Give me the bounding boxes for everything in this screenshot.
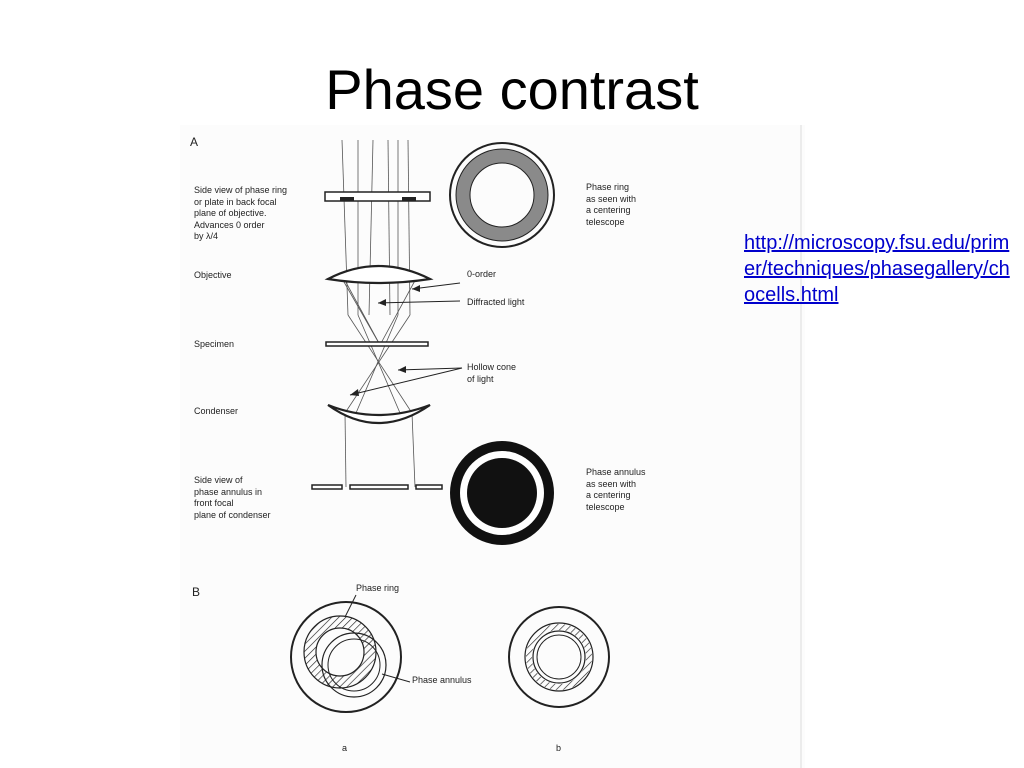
diagram-drawing — [290, 139, 610, 713]
specimen-label: Specimen — [194, 339, 235, 349]
annulus-side-label: Side view of phase annulus in front foca… — [194, 475, 271, 520]
pointer-arrows — [349, 282, 463, 396]
phase-ring-b-label: Phase ring — [356, 583, 400, 593]
panel-b-b — [508, 606, 610, 708]
panel-b-a — [290, 594, 411, 713]
specimen-slide — [325, 341, 429, 347]
condenser-label: Condenser — [194, 406, 239, 416]
condenser-lens — [327, 403, 431, 424]
phase-contrast-diagram: A B Side view of phase ring or plate in … — [180, 125, 805, 768]
annulus-side-view — [311, 484, 443, 490]
slide-title: Phase contrast — [325, 58, 699, 121]
light-rays — [339, 139, 419, 488]
hollow-cone-label: Hollow cone of light — [467, 362, 517, 384]
phase-plate — [324, 191, 431, 202]
panel-b-label: B — [192, 585, 201, 599]
phase-ring-view — [449, 142, 555, 248]
arrow-heads — [350, 285, 420, 396]
panel-a-label: A — [190, 135, 199, 149]
phase-annulus-b-label: Phase annulus — [412, 675, 472, 685]
source-link[interactable]: http://microscopy.fsu.edu/primer/techniq… — [744, 232, 1010, 306]
diffracted-light-label: Diffracted light — [467, 297, 525, 307]
zero-order-label: 0-order — [467, 269, 497, 279]
phase-annulus-view-label: Phase annulus as seen with a centering t… — [586, 467, 646, 512]
phase-ring-view-label: Phase ring as seen with a centering tele… — [586, 182, 637, 227]
objective-lens — [324, 265, 434, 285]
sub-figure-b-label: b — [556, 743, 562, 753]
sub-figure-a-label: a — [342, 743, 348, 753]
objective-label: Objective — [194, 270, 232, 280]
figure-edge — [800, 125, 802, 768]
phase-plate-label: Side view of phase ring or plate in back… — [194, 185, 288, 241]
